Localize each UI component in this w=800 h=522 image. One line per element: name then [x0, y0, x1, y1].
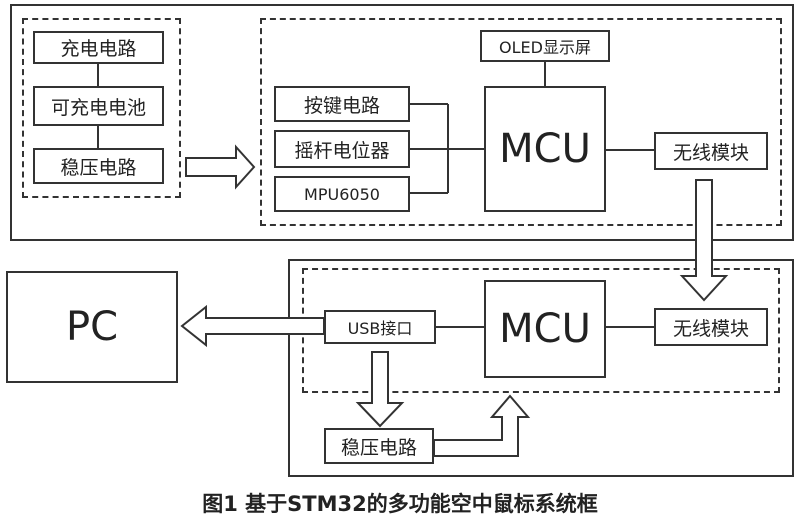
mpu6050-box: MPU6050 [274, 176, 410, 212]
power-group [22, 18, 181, 198]
pc-box: PC [6, 271, 178, 383]
figure-caption: 图1 基于STM32的多功能空中鼠标系统框 [202, 492, 598, 516]
usb-to-regulator-arrow [355, 351, 405, 428]
wireless-box-bottom: 无线模块 [654, 308, 768, 346]
usb-to-pc-arrow [180, 304, 325, 348]
control-group-top [260, 18, 782, 226]
key-circuit-box: 按键电路 [274, 86, 410, 122]
regulator-box-bottom: 稳压电路 [324, 428, 434, 464]
wireless-link-arrow [679, 179, 729, 302]
wireless-box-top: 无线模块 [654, 132, 768, 170]
rechargeable-battery-box: 可充电电池 [33, 86, 164, 126]
joystick-box: 摇杆电位器 [274, 130, 410, 168]
charge-circuit-box: 充电电路 [33, 31, 164, 64]
top-system-frame [10, 4, 794, 241]
usb-interface-box: USB接口 [324, 310, 436, 344]
power-to-control-arrow [185, 144, 256, 190]
regulator-box-top: 稳压电路 [33, 148, 164, 184]
regulator-to-mcu-arrow [433, 394, 531, 457]
oled-box: OLED显示屏 [480, 30, 610, 62]
bottom-system-frame [288, 259, 794, 477]
mcu-box-top: MCU [484, 86, 606, 212]
mcu-box-bottom: MCU [484, 280, 606, 378]
